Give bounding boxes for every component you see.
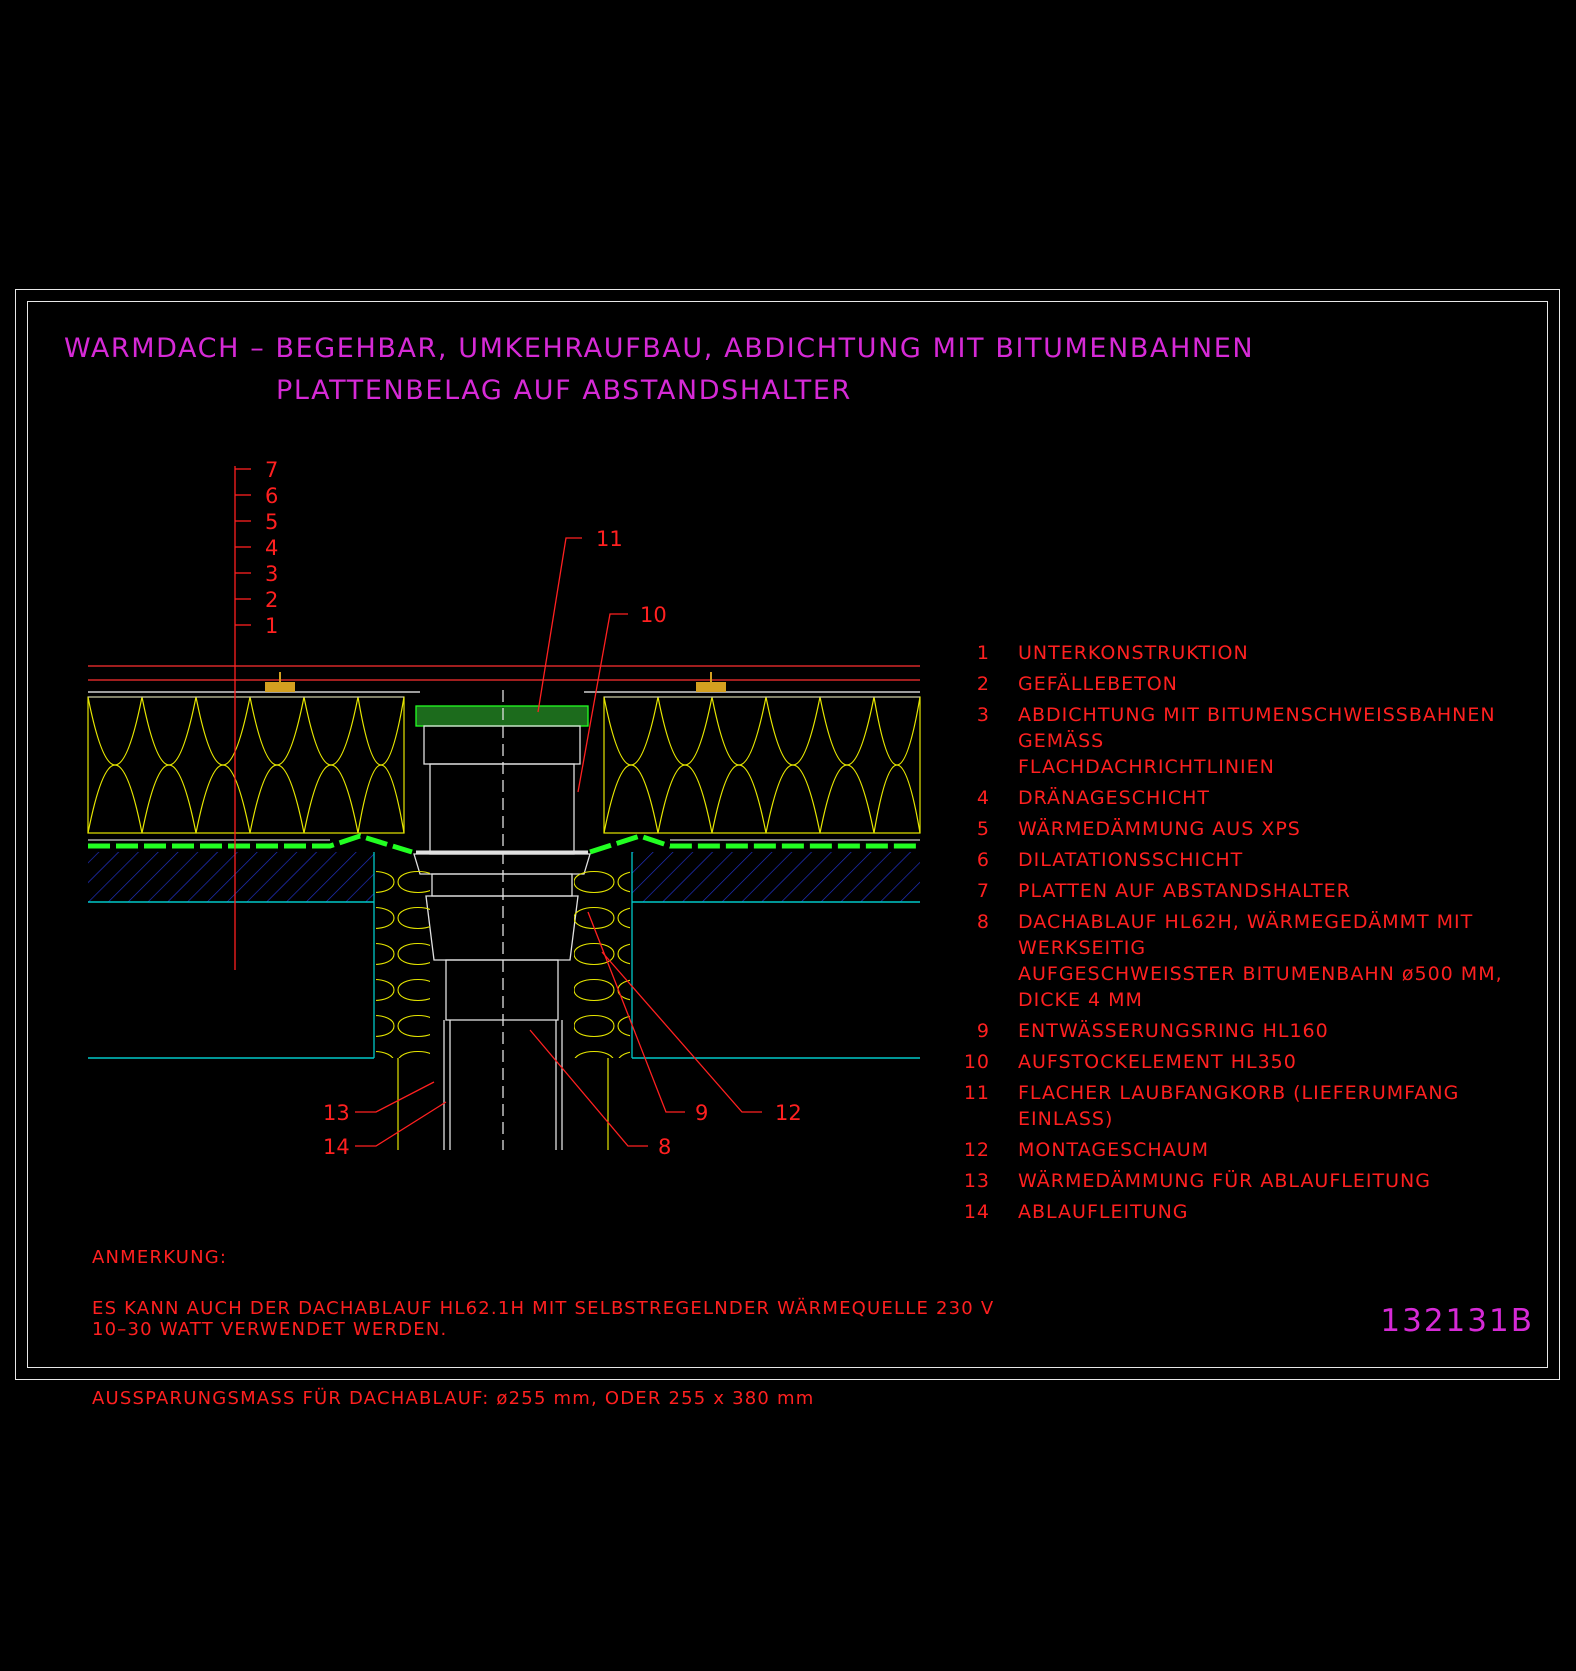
legend-item: 5 WÄRMEDÄMMUNG AUS XPS xyxy=(960,816,1550,842)
note-heating: ES KANN AUCH DER DACHABLAUF HL62.1H MIT … xyxy=(92,1298,995,1340)
legend-text: DRÄNAGESCHICHT xyxy=(1018,787,1211,809)
roof-drain xyxy=(413,690,591,1150)
legend-text: WÄRMEDÄMMUNG FÜR ABLAUFLEITUNG xyxy=(1018,1170,1431,1192)
callout-14: 14 xyxy=(323,1135,350,1159)
legend-text: AUFSTOCKELEMENT HL350 xyxy=(1018,1051,1297,1073)
legend-item: 7 PLATTEN AUF ABSTANDSHALTER xyxy=(960,878,1550,904)
legend-number: 8 xyxy=(976,911,990,933)
legend: 1 UNTERKONSTRUKTION 2 GEFÄLLEBETON 3 ABDICHTU… xyxy=(960,640,1550,1230)
title-line-2: PLATTENBELAG AUF ABSTANDSHALTER xyxy=(276,375,852,406)
legend-item: 10 AUFSTOCKELEMENT HL350 xyxy=(960,1049,1550,1075)
paving-slabs xyxy=(88,665,920,698)
legend-item: 8 DACHABLAUF HL62H, WÄRMEGEDÄMMT MIT WERK… xyxy=(960,909,1550,1013)
layer-callout-5: 5 xyxy=(265,510,278,534)
layer-callout-7: 7 xyxy=(265,458,278,482)
legend-item: 13 WÄRMEDÄMMUNG FÜR ABLAUFLEITUNG xyxy=(960,1168,1550,1194)
callout-9: 9 xyxy=(695,1101,708,1125)
legend-text: MONTAGESCHAUM xyxy=(1018,1139,1209,1161)
callout-8: 8 xyxy=(658,1135,671,1159)
leader-lines xyxy=(355,537,762,1147)
legend-text: ENTWÄSSERUNGSRING HL160 xyxy=(1018,1020,1329,1042)
waterproofing-membrane xyxy=(88,833,920,855)
legend-item: 2 GEFÄLLEBETON xyxy=(960,671,1550,697)
pipe-insulation xyxy=(376,860,630,1150)
legend-number: 1 xyxy=(976,642,990,664)
callout-11: 11 xyxy=(596,527,623,551)
layer-callout-2: 2 xyxy=(265,588,278,612)
legend-number: 10 xyxy=(963,1051,990,1073)
legend-text: DILATATIONSSCHICHT xyxy=(1018,849,1244,871)
callout-12: 12 xyxy=(775,1101,802,1125)
drawing-frame-outer xyxy=(15,289,1560,1380)
legend-number: 14 xyxy=(963,1201,990,1223)
drawing-number: 132131B xyxy=(1380,1303,1534,1339)
legend-number: 3 xyxy=(976,704,990,726)
legend-item: 1 UNTERKONSTRUKTION xyxy=(960,640,1550,666)
note-cutout: AUSSPARUNGSMASS FÜR DACHABLAUF: ø255 mm,… xyxy=(92,1388,815,1409)
legend-text: WÄRMEDÄMMUNG AUS XPS xyxy=(1018,818,1301,840)
layer-callout-1: 1 xyxy=(265,614,278,638)
legend-item: 6 DILATATIONSSCHICHT xyxy=(960,847,1550,873)
layer-callout-line xyxy=(234,466,251,970)
legend-text: DACHABLAUF HL62H, WÄRMEGEDÄMMT MIT WERKS… xyxy=(1018,911,1503,1011)
legend-text: ABDICHTUNG MIT BITUMENSCHWEISSBAHNEN GEM… xyxy=(1018,704,1496,778)
legend-item: 4 DRÄNAGESCHICHT xyxy=(960,785,1550,811)
legend-number: 12 xyxy=(963,1139,990,1161)
legend-item: 9 ENTWÄSSERUNGSRING HL160 xyxy=(960,1018,1550,1044)
legend-text: FLACHER LAUBFANGKORB (LIEFERUMFANG EINLA… xyxy=(1018,1082,1460,1130)
layer-callout-6: 6 xyxy=(265,484,278,508)
legend-number: 11 xyxy=(963,1082,990,1104)
legend-number: 13 xyxy=(963,1170,990,1192)
title-line-1: WARMDACH – BEGEHBAR, UMKEHRAUFBAU, ABDIC… xyxy=(64,333,1255,364)
legend-text: UNTERKONSTRUKTION xyxy=(1018,642,1249,664)
legend-text: PLATTEN AUF ABSTANDSHALTER xyxy=(1018,880,1351,902)
legend-number: 6 xyxy=(976,849,990,871)
legend-text: GEFÄLLEBETON xyxy=(1018,673,1178,695)
legend-item: 3 ABDICHTUNG MIT BITUMENSCHWEISSBAHNEN GE… xyxy=(960,702,1550,780)
callout-10: 10 xyxy=(640,603,667,627)
legend-number: 7 xyxy=(976,880,990,902)
callout-13: 13 xyxy=(323,1101,350,1125)
notes-heading: ANMERKUNG: xyxy=(92,1247,228,1268)
notes: ANMERKUNG: ES KANN AUCH DER DACHABLAUF H… xyxy=(92,1226,994,1439)
legend-number: 5 xyxy=(976,818,990,840)
layer-callout-4: 4 xyxy=(265,536,278,560)
legend-item: 14 ABLAUFLEITUNG xyxy=(960,1199,1550,1225)
legend-item: 12 MONTAGESCHAUM xyxy=(960,1137,1550,1163)
concrete-slab xyxy=(88,852,920,1059)
legend-text: ABLAUFLEITUNG xyxy=(1018,1201,1189,1223)
legend-item: 11 FLACHER LAUBFANGKORB (LIEFERUMFANG EIN… xyxy=(960,1080,1550,1132)
legend-number: 2 xyxy=(976,673,990,695)
layer-callout-3: 3 xyxy=(265,562,278,586)
legend-number: 4 xyxy=(976,787,990,809)
legend-number: 9 xyxy=(976,1020,990,1042)
drawing-frame-inner xyxy=(27,301,1548,1368)
